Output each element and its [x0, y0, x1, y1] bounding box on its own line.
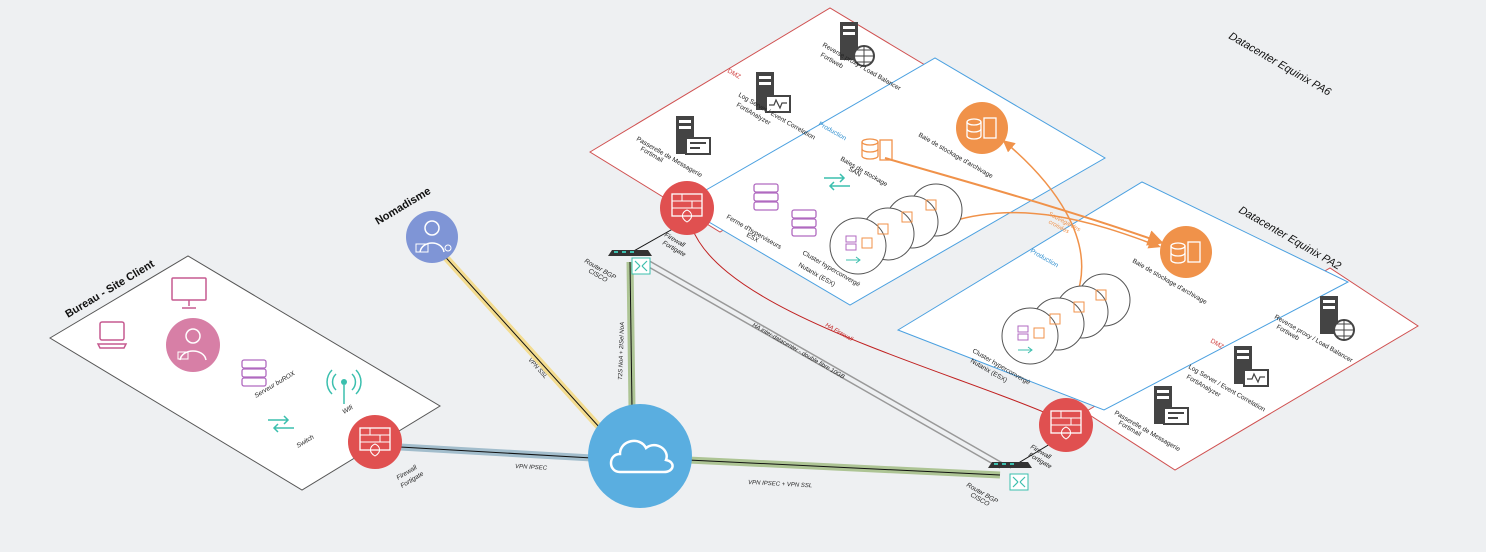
expand-arrows-icon [631, 257, 651, 275]
expand-arrows-icon [1009, 473, 1029, 491]
pa6-nutanix-cluster [829, 183, 963, 275]
storage-icon [1170, 241, 1201, 264]
pa6-mail-gateway-icon [676, 116, 711, 155]
pa6-san-storage-icon [861, 138, 893, 161]
link-t2s: T2S NoA + 2ISel NoA [618, 322, 626, 380]
link-vpn-ipsec-ssl: VPN IPSEC + VPN SSL [748, 480, 812, 489]
internet-cloud [588, 404, 692, 508]
pa6-san-switch-icon [824, 173, 850, 191]
pa6-router [608, 250, 652, 275]
user-icon [166, 318, 220, 372]
firewall-icon [671, 193, 703, 223]
server-icon [241, 359, 267, 387]
link-vpn-ipsec: VPN IPSEC [515, 464, 548, 472]
title-pa6: Datacenter Equinix PA6 [1227, 30, 1334, 99]
pa6-log-server-icon [756, 72, 791, 113]
pa6-reverse-proxy-icon [840, 22, 875, 67]
pa2-router [988, 462, 1032, 491]
pa2-reverse-proxy-icon [1320, 296, 1355, 341]
router-icon [988, 462, 1032, 468]
pa2-nutanix-cluster [1001, 273, 1131, 365]
pa2-log-server-icon [1234, 346, 1269, 387]
pa2-mail-gateway-icon [1154, 386, 1189, 425]
link-ha-fw: HA Firewall [824, 323, 854, 344]
firewall-icon [1050, 410, 1082, 440]
pa6-archive-storage [956, 102, 1008, 154]
pa6-firewall [660, 181, 714, 235]
desktop-icon [171, 277, 207, 309]
storage-icon [966, 117, 997, 140]
office-wifi-label: Wifi [341, 404, 354, 416]
wifi-icon [326, 369, 362, 404]
office-zone [49, 255, 441, 491]
nomad-user [406, 211, 458, 263]
pa6-esx-server-icon-1 [753, 183, 779, 211]
pa6-esx-server-icon-2 [791, 209, 817, 237]
pa2-archive-storage [1160, 226, 1212, 278]
pa2-firewall [1039, 398, 1093, 452]
cloud-icon [609, 439, 674, 474]
firewall-icon [359, 427, 391, 457]
nutanix-node-icon [845, 235, 873, 264]
nutanix-node-icon [1017, 325, 1045, 354]
laptop-icon [96, 321, 128, 349]
router-icon [608, 250, 652, 256]
switch-icon [268, 415, 294, 433]
office-firewall [348, 415, 402, 469]
